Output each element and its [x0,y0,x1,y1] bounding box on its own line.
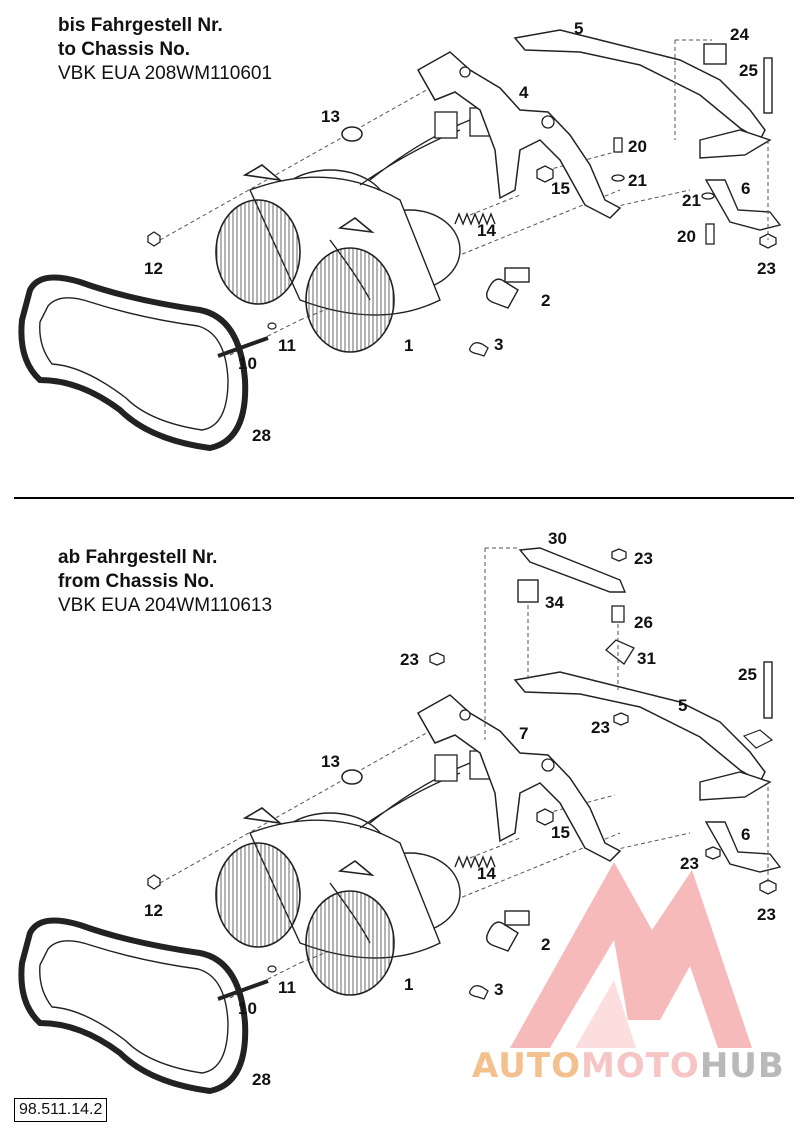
top-assembly [21,29,782,448]
watermark-text: AUTOMOTOHUB [472,1046,785,1086]
part-number-label: 13 [321,752,340,771]
part-number-label: 25 [739,61,758,80]
part-number-label: 1 [404,975,414,994]
bottom-header-de: ab Fahrgestell Nr. [58,547,218,568]
part-number-label: 6 [741,825,751,844]
part-number-label: 6 [741,179,751,198]
part-number-label: 31 [637,649,656,668]
watermark-part1: AUTO [472,1046,581,1086]
top-chassis-number: VBK EUA 208WM110601 [58,63,273,84]
part-number-label: 26 [634,613,653,632]
bottom-assembly [21,547,782,1091]
part-number-label: 25 [738,665,757,684]
part-number-label: 11 [278,978,296,997]
part-number-label: 1 [404,336,414,355]
part-number-label: 23 [757,259,776,278]
part-number-label: 4 [519,83,529,102]
watermark-part2: MOTO [580,1046,700,1086]
watermark-part3: HUB [699,1046,785,1086]
part-number-label: 21 [682,191,701,210]
part-number-label: 20 [677,227,696,246]
part-number-label: 13 [321,107,340,126]
part-number-label: 3 [494,335,504,354]
part-number-label: 28 [252,1070,271,1089]
part-number-label: 23 [400,650,419,669]
part-number-label: 12 [144,259,163,278]
part-number-label: 5 [574,19,584,38]
part-number-label: 3 [494,980,504,999]
part-number-label: 30 [548,529,567,548]
watermark-logo-icon [510,862,752,1048]
part-number-label: 7 [519,724,529,743]
part-number-label: 20 [628,137,647,156]
part-number-label: 2 [541,291,551,310]
part-number-label: 15 [551,179,570,198]
part-number-label: 28 [252,426,271,445]
section-divider [14,497,794,499]
part-number-label: 5 [678,696,688,715]
bottom-chassis-number: VBK EUA 204WM110613 [58,595,273,616]
bottom-header-en: from Chassis No. [58,571,215,592]
part-number-label: 23 [634,549,653,568]
part-number-label: 12 [144,901,163,920]
bottom-header: ab Fahrgestell Nr. from Chassis No. VBK … [58,546,272,618]
part-number-label: 14 [477,221,496,240]
part-number-label: 23 [591,718,610,737]
part-number-label: 11 [278,336,296,355]
top-header-de: bis Fahrgestell Nr. [58,15,223,36]
top-header: bis Fahrgestell Nr. to Chassis No. VBK E… [58,14,272,86]
part-number-label: 10 [238,354,257,373]
part-number-label: 10 [238,999,257,1018]
part-number-label: 21 [628,171,647,190]
top-header-en: to Chassis No. [58,39,190,60]
part-number-label: 2 [541,935,551,954]
part-number-label: 34 [545,593,564,612]
part-number-label: 15 [551,823,570,842]
part-number-label: 24 [730,25,749,44]
part-number-label: 23 [757,905,776,924]
part-number-label: 14 [477,864,496,883]
drawing-code: 98.511.14.2 [14,1098,108,1122]
part-number-label: 23 [680,854,699,873]
